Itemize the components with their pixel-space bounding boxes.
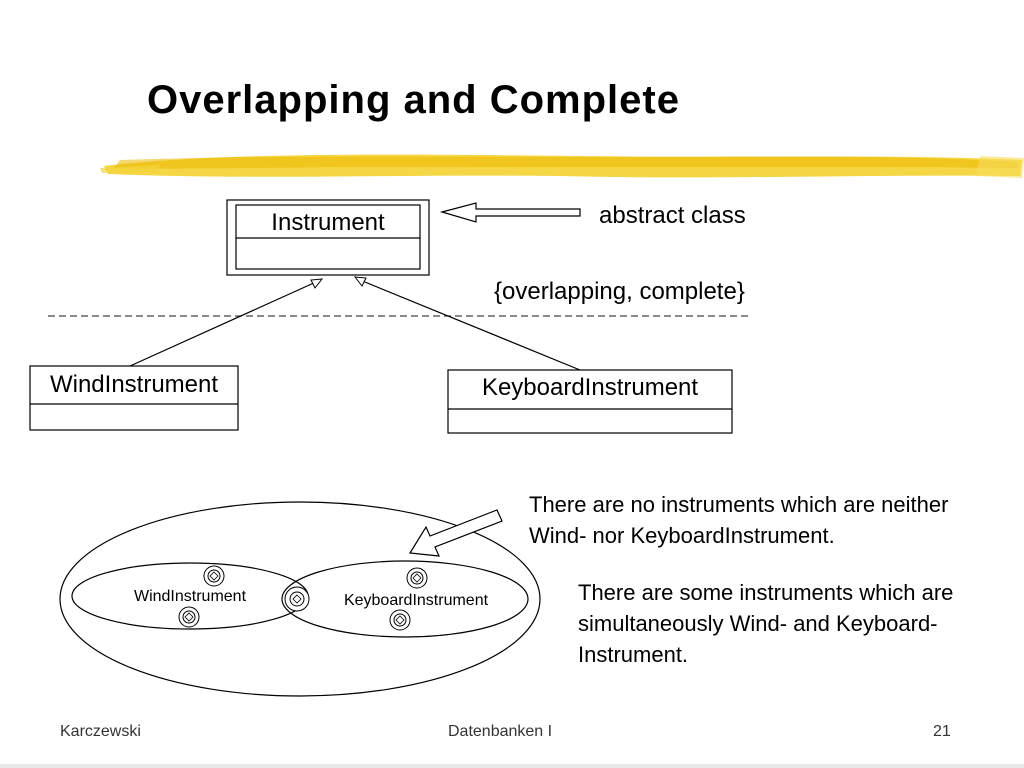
uml-class-windinstrument[interactable]: WindInstrument	[29, 365, 239, 431]
element-marker-icon	[178, 606, 200, 628]
windinstrument-class-name: WindInstrument	[50, 371, 218, 398]
footer-course: Datenbanken I	[448, 723, 553, 740]
uml-class-keyboardinstrument[interactable]: KeyboardInstrument	[447, 369, 733, 434]
note-arrow	[408, 509, 503, 557]
venn-diagram: WindInstrument KeyboardInstrument	[59, 501, 541, 697]
abstract-class-arrow	[439, 202, 581, 223]
venn-set-keyboard	[281, 560, 529, 638]
element-marker-icon	[389, 609, 411, 631]
generalization-keyboard	[353, 276, 581, 371]
footer-page-number: 21	[933, 723, 951, 740]
venn-universe	[59, 501, 541, 697]
venn-label-wind: WindInstrument	[134, 588, 247, 605]
instrument-class-name: Instrument	[271, 209, 385, 236]
keyboardinstrument-class-name: KeyboardInstrument	[482, 374, 698, 401]
element-marker-icon-overlap	[284, 586, 310, 612]
generalization-constraint: {overlapping, complete}	[494, 278, 745, 305]
footer-author: Karczewski	[60, 723, 141, 740]
generalization-wind	[129, 278, 324, 367]
slide-title: Overlapping and Complete	[147, 78, 680, 122]
element-marker-icon	[406, 567, 428, 589]
bottom-rule	[0, 764, 1024, 768]
title-underline-highlighter	[100, 154, 1024, 178]
abstract-class-label: abstract class	[599, 202, 746, 229]
uml-class-instrument[interactable]: Instrument	[226, 199, 430, 276]
venn-label-keyboard: KeyboardInstrument	[344, 592, 489, 609]
element-marker-icon	[203, 565, 225, 587]
note-both-instruments: There are some instruments which are sim…	[578, 580, 954, 667]
note-no-other-instruments: There are no instruments which are neith…	[529, 492, 949, 548]
